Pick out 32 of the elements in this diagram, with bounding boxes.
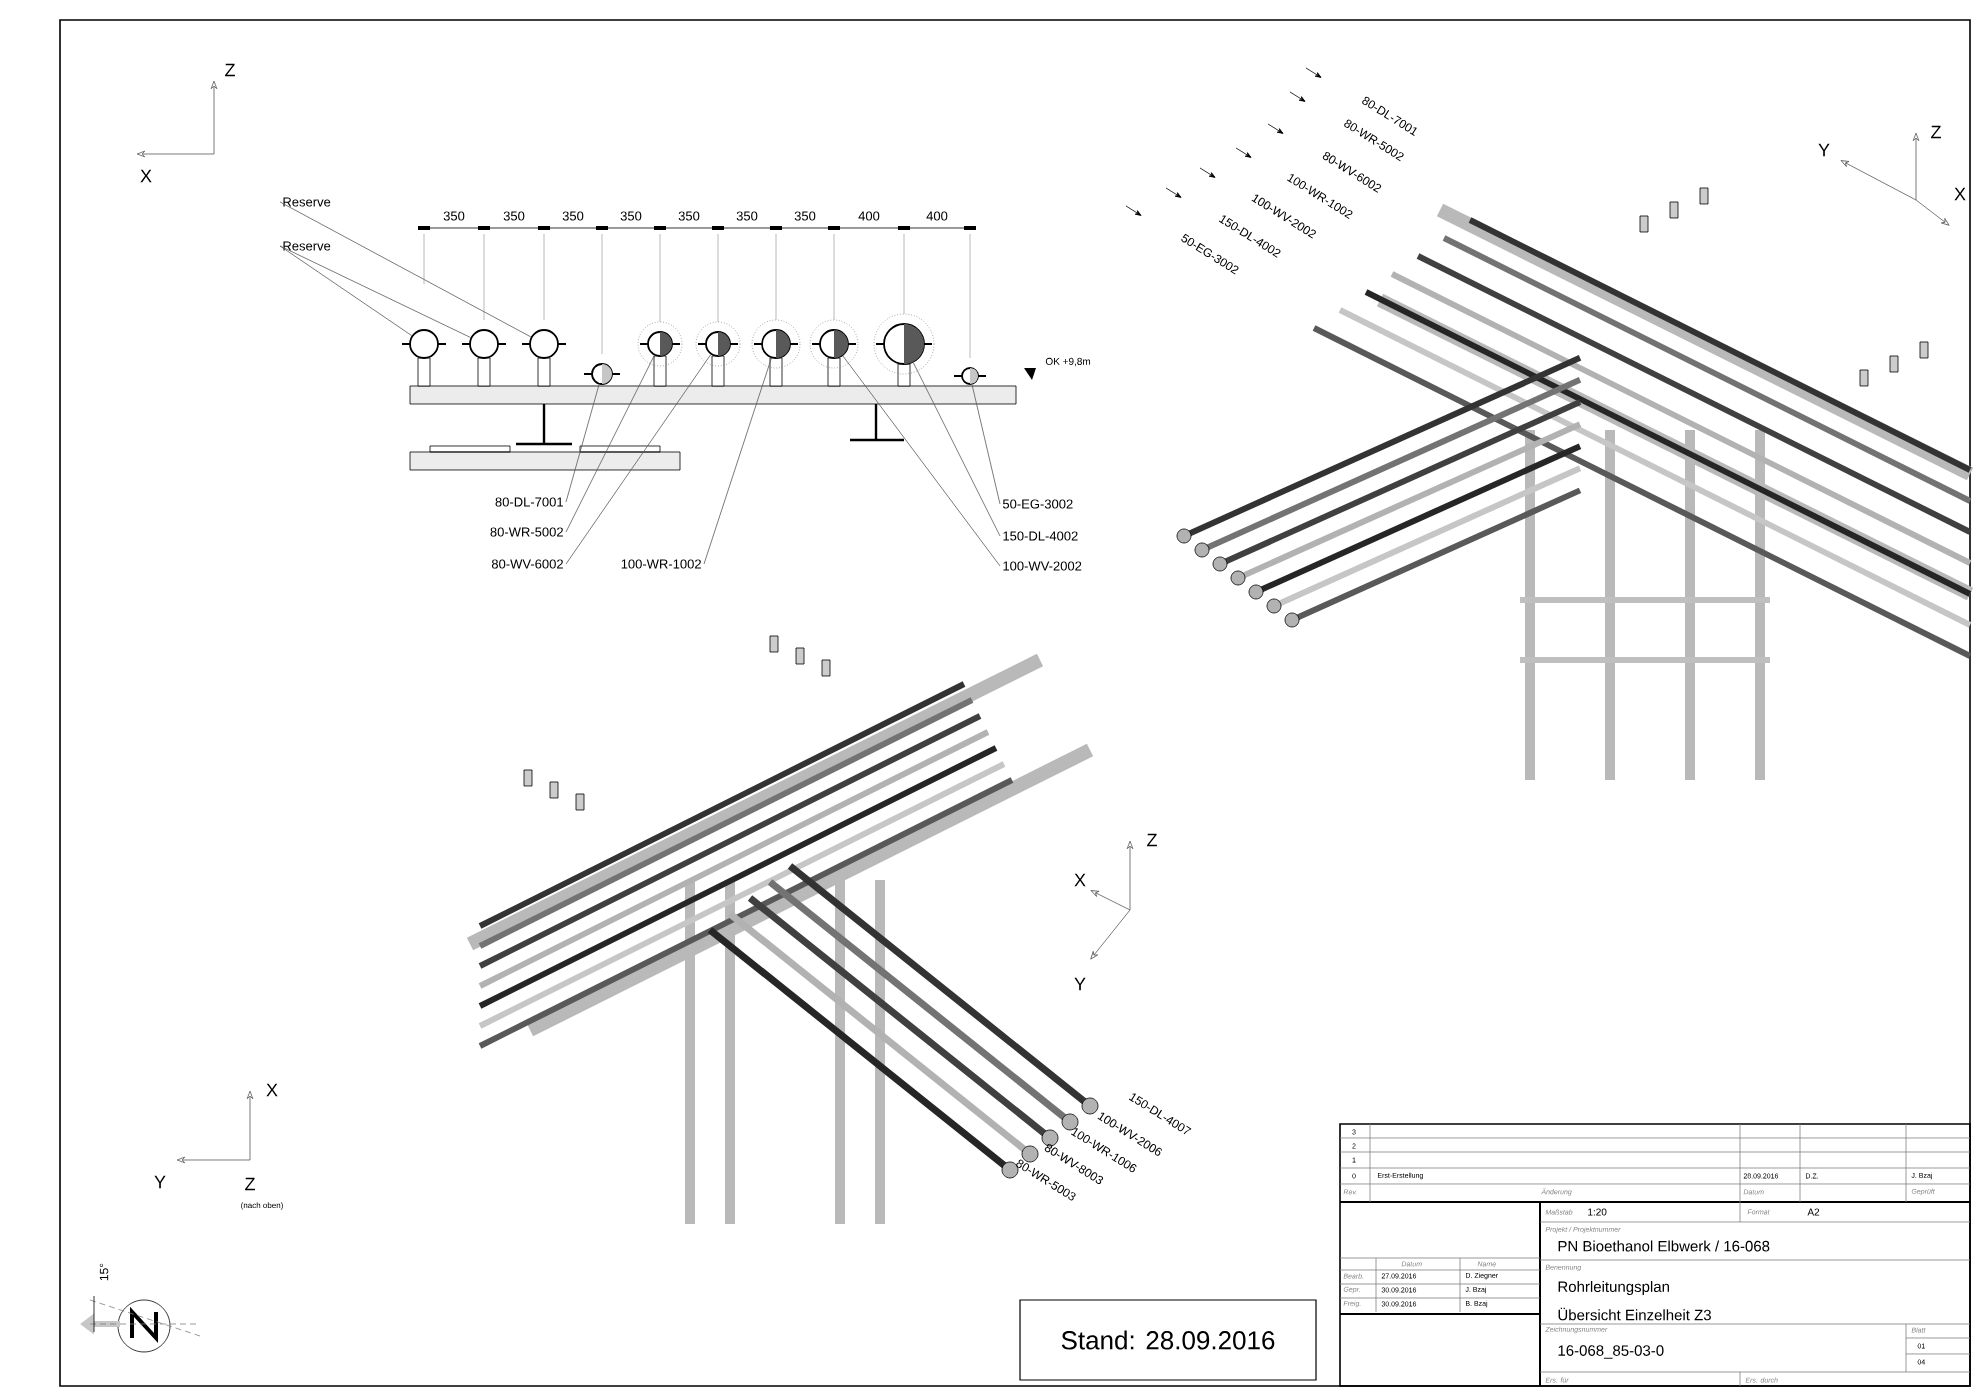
axis-label: Z	[225, 63, 235, 77]
pipe-section	[883, 323, 925, 365]
axis-label: Y	[1818, 143, 1830, 157]
leader-line	[971, 384, 1001, 505]
pipe-section	[409, 329, 439, 359]
pipe-section	[591, 363, 613, 385]
pipe-section	[961, 367, 979, 385]
leader-line	[565, 384, 600, 503]
axis-label: X	[1954, 187, 1966, 201]
axis-label: Z	[1147, 833, 1157, 847]
date-box: Stand: 28.09.2016	[1019, 1299, 1317, 1381]
axis-label: Z	[1931, 125, 1941, 139]
pipe-section	[469, 329, 499, 359]
axis-label: X	[1074, 873, 1086, 887]
leader-line	[842, 355, 1001, 567]
pipe-section	[647, 331, 673, 357]
leader-line	[703, 357, 772, 565]
pipe-section	[529, 329, 559, 359]
leader-line	[279, 245, 413, 336]
pipe-section	[819, 329, 849, 359]
leader-line	[912, 362, 1001, 537]
leader-line	[565, 355, 655, 533]
axis-label: Y	[154, 1175, 166, 1189]
axis-label: Z	[245, 1177, 255, 1191]
leader-line	[279, 245, 471, 338]
leader-line	[565, 354, 712, 565]
axis-label: X	[140, 169, 152, 183]
axis-label: Y	[1074, 977, 1086, 991]
pipe-section	[705, 331, 731, 357]
pipe-section	[761, 329, 791, 359]
axis-label: X	[266, 1083, 278, 1097]
leader-line	[279, 201, 532, 338]
